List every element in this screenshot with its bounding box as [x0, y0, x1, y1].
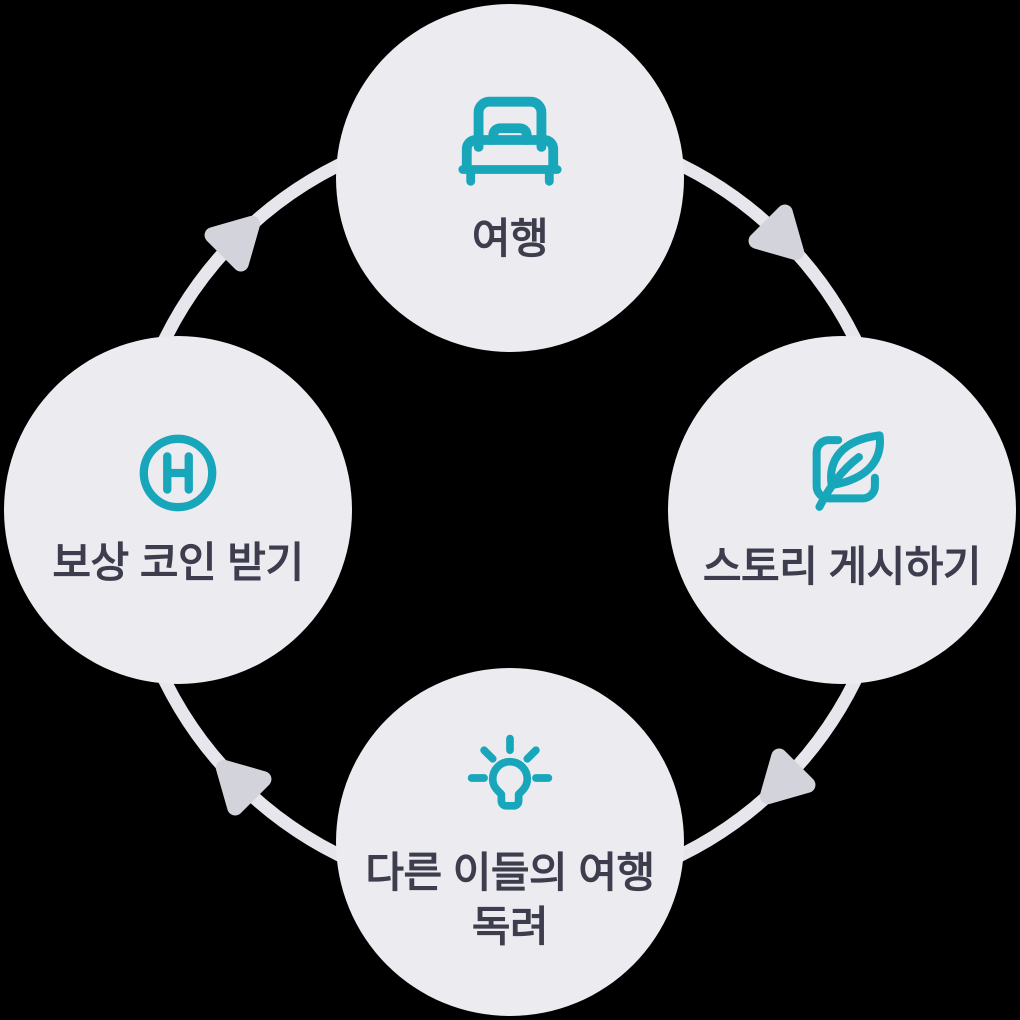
node-encourage-others-label-line1: 다른 이들의 여행 — [365, 849, 655, 897]
node-post-story-label-line: 스토리 게시하기 — [702, 543, 982, 591]
arrowhead-top-to-right — [737, 193, 828, 284]
arrowhead-right-to-bottom — [737, 737, 828, 828]
node-travel: 여행 — [336, 4, 684, 352]
node-travel-label-line: 여행 — [471, 215, 549, 263]
node-reward-coins-label: 보상 코인 받기 — [52, 536, 304, 590]
node-post-story: 스토리 게시하기 — [668, 336, 1016, 684]
leaf-edit-icon — [795, 426, 889, 520]
node-post-story-label: 스토리 게시하기 — [702, 540, 982, 594]
node-reward-coins: 보상 코인 받기 — [4, 336, 352, 684]
arrowhead-bottom-to-left — [193, 737, 284, 828]
arrowhead-left-to-top — [193, 193, 284, 284]
node-encourage-others-label-line2: 독려 — [471, 903, 549, 950]
node-reward-coins-label-line: 보상 코인 받기 — [52, 539, 304, 587]
node-encourage-others: 다른 이들의 여행 독려 — [336, 668, 684, 1016]
node-travel-label: 여행 — [471, 212, 549, 266]
node-encourage-others-label: 다른 이들의 여행 독려 — [365, 846, 655, 954]
bed-icon — [455, 90, 565, 192]
h-coin-icon — [135, 430, 221, 516]
lightbulb-icon — [462, 730, 558, 826]
